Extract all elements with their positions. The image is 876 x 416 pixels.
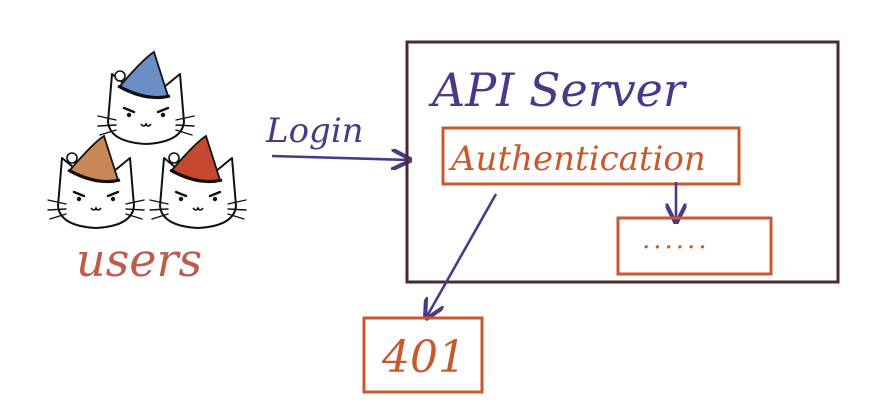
next-step-frame [616,216,773,276]
login-label: Login [265,111,364,151]
api-server-title: API Server [428,63,688,117]
login-arrow-line [271,156,410,160]
auth-to-401-arrow [426,193,498,318]
users-group: users [46,50,248,287]
users-label: users [76,233,202,287]
api-server-frame [405,40,840,284]
cat-icon [148,134,248,230]
error-401-code: 401 [381,332,466,383]
party-hat-icon [114,50,171,100]
error-401-box: 401 [362,316,484,394]
error-401-frame [362,316,484,394]
party-hat-icon [66,134,121,184]
cat-icon [46,134,146,230]
authentication-label: Authentication [448,139,706,179]
login-arrow: Login [265,111,410,160]
party-hat-icon [168,134,223,184]
api-server: API Server Authentication ...... [405,40,840,284]
authentication-frame [441,126,741,186]
next-step-label: ...... [642,225,710,255]
authentication-box: Authentication [441,126,741,186]
cat-icon [96,50,196,146]
next-step-box: ...... [616,216,773,276]
